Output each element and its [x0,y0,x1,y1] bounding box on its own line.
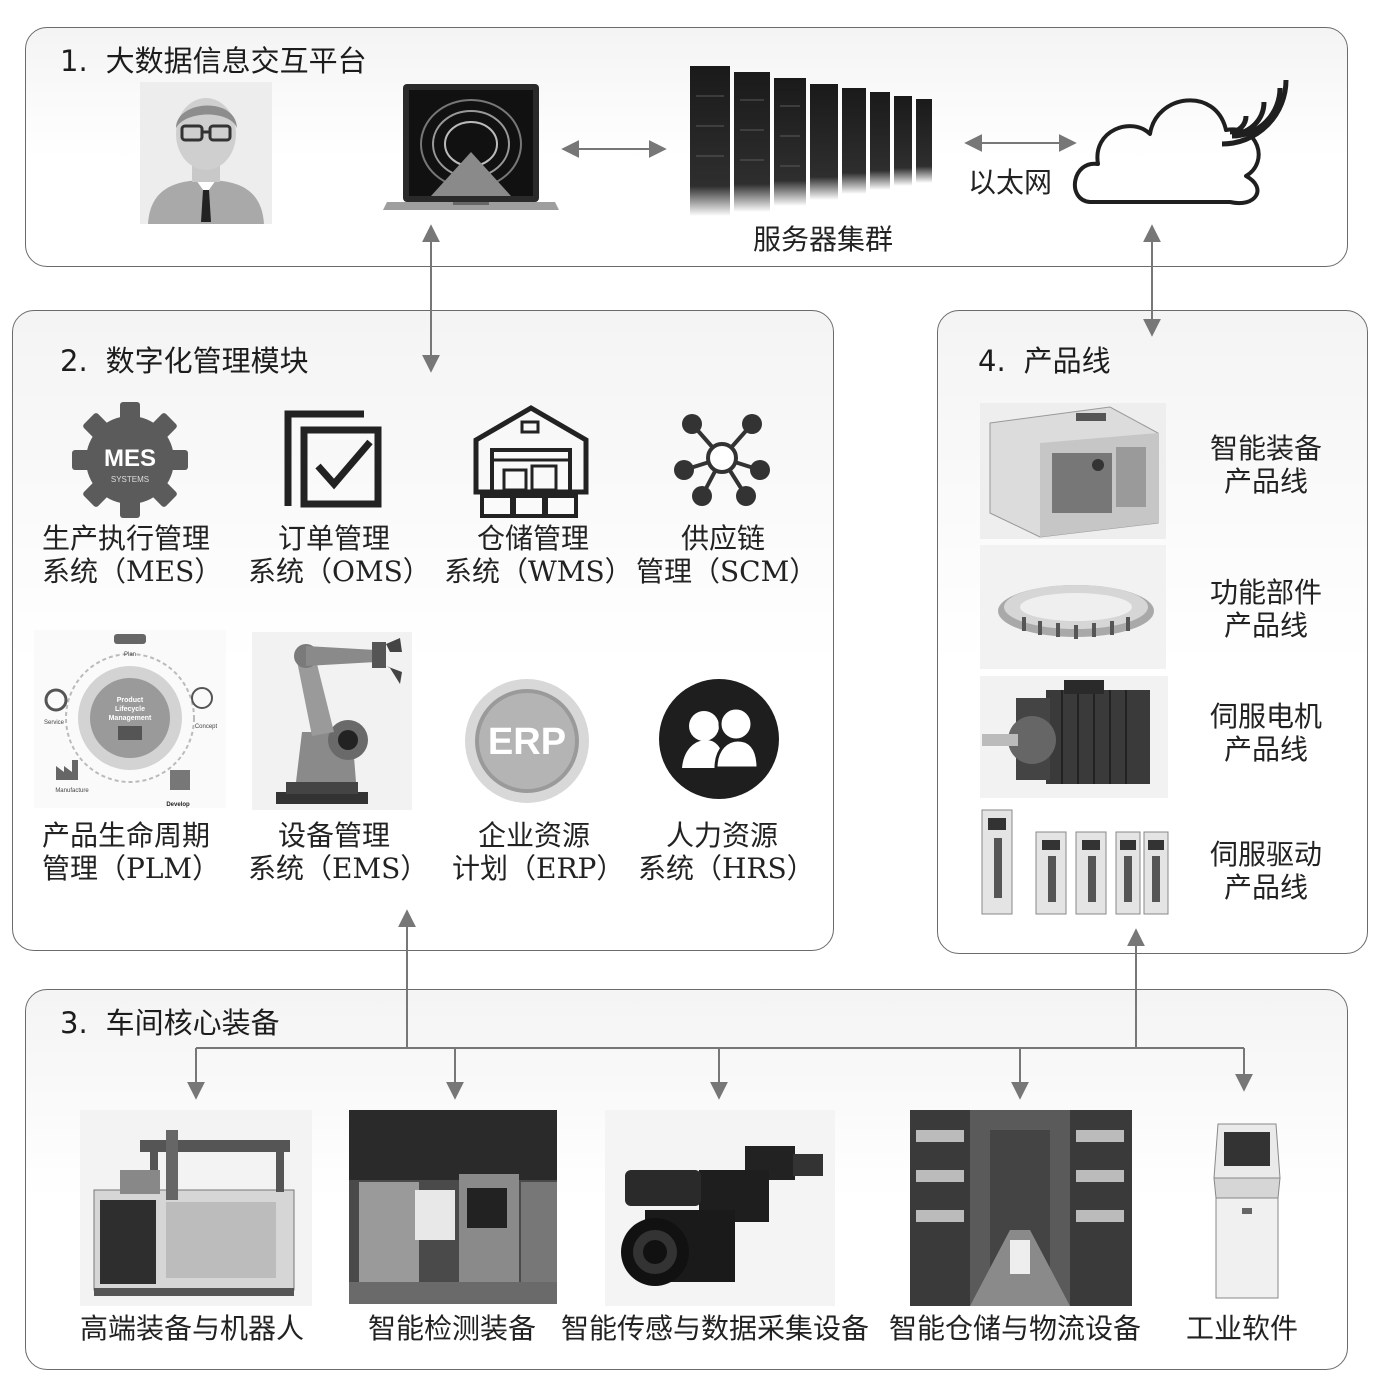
servo-drive-icon [981,809,1169,915]
panel3-title: 3. 车间核心装备 [60,1000,280,1042]
svg-text:Plan: Plan [124,652,136,658]
erp-icon: ERP [465,679,589,803]
inspection-lab-icon [349,1110,557,1304]
user-icon [140,82,272,224]
servo-motor-icon [980,676,1168,798]
product-line-smart-equipment-label: 智能装备产品线 [1209,432,1322,498]
mes-gear-icon: MES SYSTEMS [72,402,188,518]
equipment-software-label: 工业软件 [1186,1312,1299,1345]
module-scm-label: 供应链管理（SCM） [636,522,818,588]
module-plm-label: 产品生命周期管理（PLM） [42,819,221,885]
server-cluster-icon [690,66,932,216]
svg-text:Product: Product [117,697,144,704]
checkbox-icon [284,410,382,508]
network-icon [674,414,770,506]
cnc-machine-icon [980,403,1166,539]
module-erp-label: 企业资源计划（ERP） [452,819,625,885]
panel1-number: 1. [60,44,88,78]
people-icon [659,679,779,799]
panel3-number: 3. [60,1006,88,1040]
panel3-title-text: 车间核心装备 [105,1006,280,1040]
laptop-icon [383,84,559,210]
module-mes-label: 生产执行管理系统（MES） [42,522,223,588]
panel4-number: 4. [978,344,1006,378]
camera-sensor-icon [605,1110,835,1306]
warehouse-icon [473,405,589,518]
panel4-title-text: 产品线 [1023,344,1111,378]
svg-text:SYSTEMS: SYSTEMS [111,475,149,484]
ethernet-label: 以太网 [968,166,1053,199]
panel2-title: 2. 数字化管理模块 [60,338,309,380]
panel1-title: 1. 大数据信息交互平台 [60,38,367,80]
svg-text:Service: Service [44,720,65,726]
product-line-servo-drive-label: 伺服驱动产品线 [1209,838,1322,904]
panel4-title: 4. 产品线 [978,338,1111,380]
product-line-servo-motor-label: 伺服电机产品线 [1209,700,1322,766]
module-hrs-label: 人力资源系统（HRS） [638,819,815,885]
bearing-icon [980,545,1166,669]
svg-text:Develop: Develop [166,802,190,808]
equipment-robot-label: 高端装备与机器人 [80,1312,305,1345]
module-oms-label: 订单管理系统（OMS） [248,522,431,588]
svg-text:Concept: Concept [195,724,218,730]
machine-tool-icon [80,1110,312,1306]
module-wms-label: 仓储管理系统（WMS） [444,522,633,588]
plm-cycle-icon: Product Lifecycle Management Plan Concep… [34,630,226,808]
equipment-warehouse-label: 智能仓储与物流设备 [889,1312,1142,1345]
svg-text:Management: Management [109,715,152,722]
svg-text:ERP: ERP [488,721,566,763]
module-ems-label: 设备管理系统（EMS） [248,819,429,885]
warehouse-racks-icon [910,1110,1132,1306]
svg-text:Manufacture: Manufacture [55,788,89,794]
server-cluster-label: 服务器集群 [753,223,894,256]
svg-text:Lifecycle: Lifecycle [115,706,145,713]
robot-arm-icon [252,632,412,810]
panel2-title-text: 数字化管理模块 [105,344,309,378]
product-line-components-label: 功能部件产品线 [1209,576,1322,642]
cloud-wifi-icon [1072,79,1289,206]
panel1-title-text: 大数据信息交互平台 [105,44,367,78]
kiosk-terminal-icon [1213,1123,1281,1299]
equipment-inspection-label: 智能检测装备 [368,1312,537,1345]
equipment-sensor-label: 智能传感与数据采集设备 [561,1312,870,1345]
panel2-number: 2. [60,344,88,378]
svg-text:MES: MES [104,445,156,472]
